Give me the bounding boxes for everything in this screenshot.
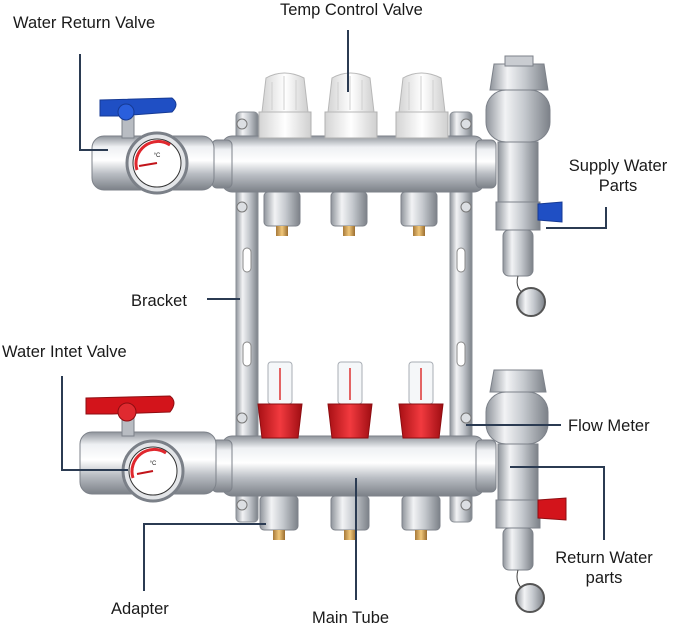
label-adapter: Adapter <box>111 600 169 618</box>
temp-control-cap-3 <box>395 72 449 139</box>
label-supply-water-parts: Supply Water Parts <box>558 156 678 196</box>
label-bracket: Bracket <box>131 292 187 310</box>
label-flow-meter: Flow Meter <box>568 417 650 435</box>
label-supply-water-parts-line2: Parts <box>598 177 638 195</box>
label-temp-control-valve: Temp Control Valve <box>280 1 423 19</box>
water-return-valve: °C <box>91 97 215 195</box>
temp-control-caps <box>258 72 449 139</box>
flow-meter-3 <box>398 361 444 439</box>
top-main-tube <box>211 135 497 193</box>
return-drain-handle <box>537 497 567 521</box>
top-outlet-fittings <box>263 191 438 236</box>
flow-meter-1 <box>257 361 303 439</box>
flow-meter-2 <box>327 361 373 439</box>
supply-drain-handle <box>537 201 563 223</box>
leader-supply-water-parts <box>546 207 607 229</box>
supply-water-parts <box>485 55 563 317</box>
leader-adapter <box>143 523 266 591</box>
water-inlet-temperature-gauge: °C <box>121 439 185 503</box>
leader-water-inlet-valve <box>61 376 128 471</box>
bottom-adapters <box>259 495 441 540</box>
return-water-parts <box>485 369 567 613</box>
bracket-screws <box>236 118 472 511</box>
water-return-temperature-gauge: °C <box>125 131 189 195</box>
gauge-unit-bottom: °C <box>150 461 157 467</box>
label-water-inlet-valve: Water Intet Valve <box>2 343 127 361</box>
water-inlet-valve: °C <box>79 395 217 503</box>
label-main-tube: Main Tube <box>312 609 390 627</box>
temp-control-cap-1 <box>258 72 312 139</box>
leader-return-water-parts <box>510 466 605 540</box>
gauge-unit-top: °C <box>154 153 161 159</box>
label-return-water-parts-line1: Return Water <box>555 549 653 567</box>
bottom-main-tube <box>211 435 497 497</box>
flow-meters <box>257 361 444 439</box>
label-water-return-valve: Water Return Valve <box>13 14 156 32</box>
leader-water-return-valve <box>79 54 108 151</box>
temp-control-cap-2 <box>324 72 378 139</box>
leader-lines <box>61 30 607 600</box>
label-return-water-parts-line2: parts <box>585 569 623 587</box>
label-supply-water-parts-line1: Supply Water <box>568 157 668 175</box>
label-return-water-parts: Return Water parts <box>544 548 664 588</box>
